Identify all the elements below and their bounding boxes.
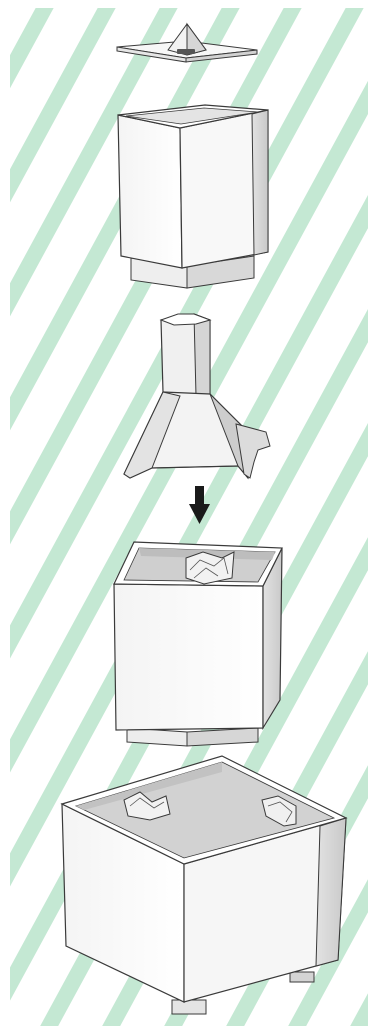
- background-stripe: [348, 0, 378, 1026]
- middle-module: [114, 542, 282, 746]
- upper-module: [118, 105, 268, 288]
- cap-plate-slot: [177, 49, 195, 54]
- middle-module-clip: [186, 552, 234, 584]
